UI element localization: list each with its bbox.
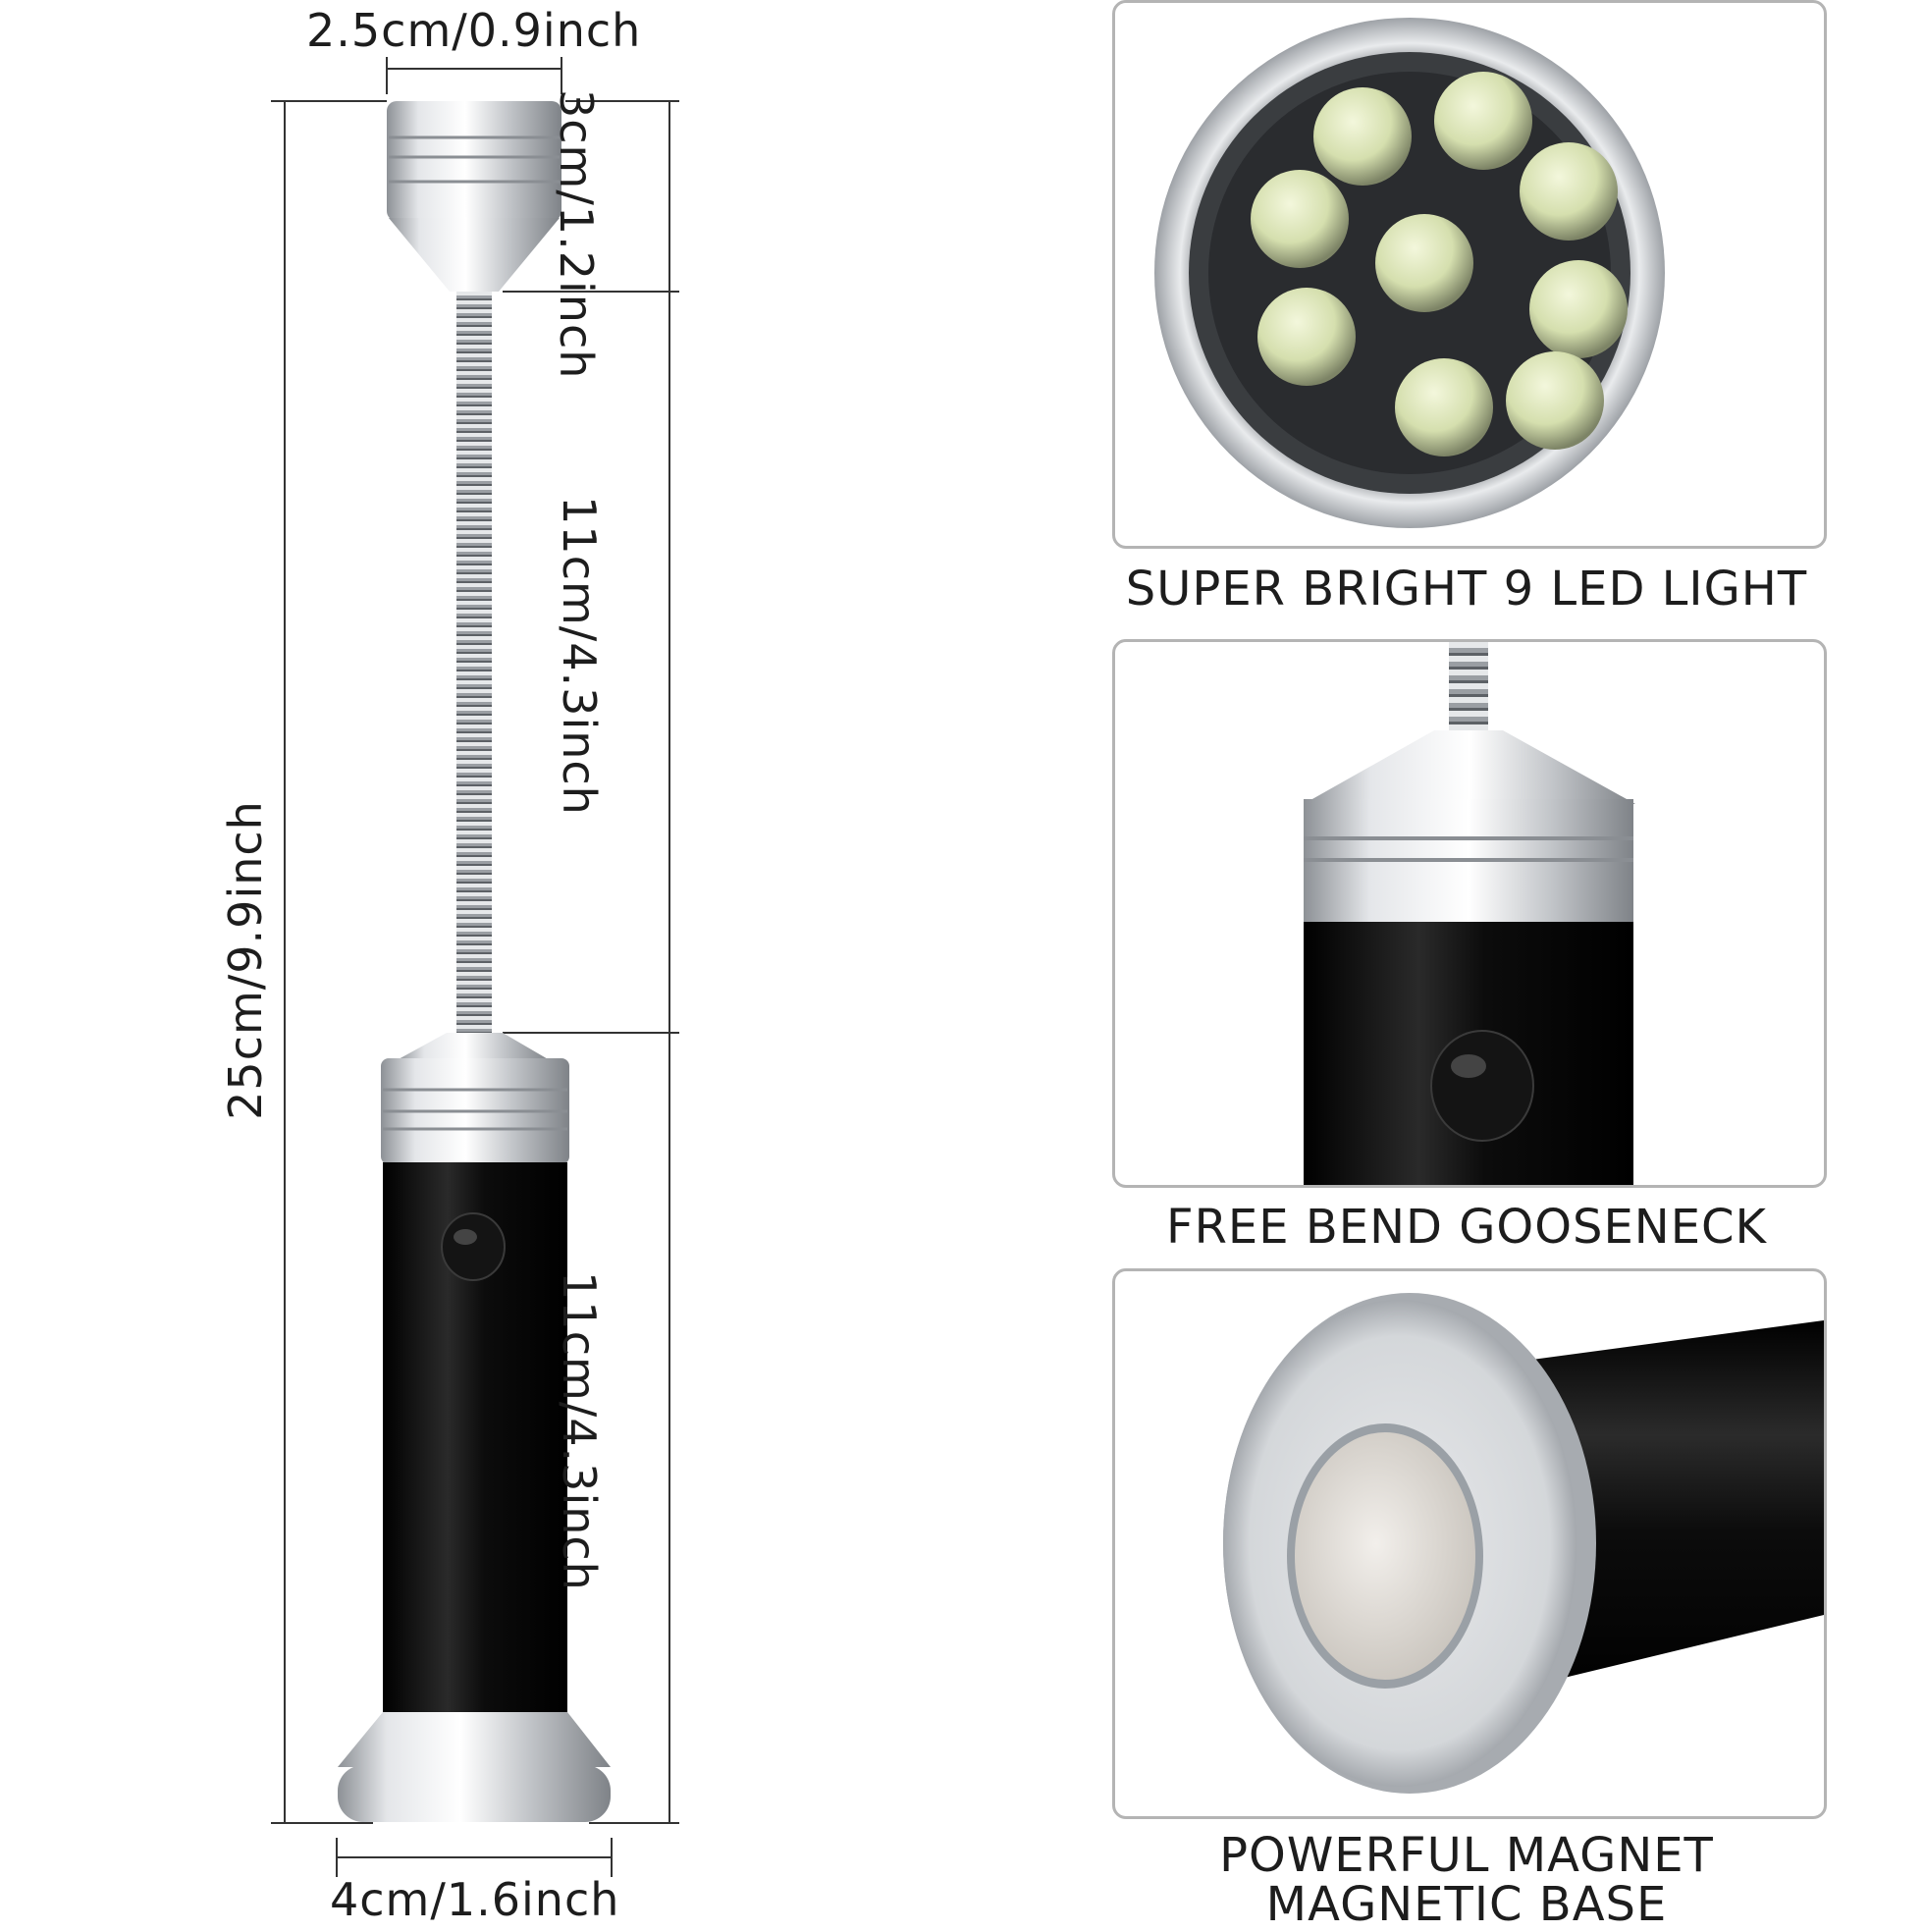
total-length-label: 25cm/9.9inch [219, 800, 272, 1120]
head-height-label: 3cm/1.2inch [550, 89, 603, 380]
product-dimension-diagram: 2.5cm/0.9inch 3cm/1.2inch 11cm/4.3inch 2… [0, 0, 785, 1926]
magnetic-base [338, 1712, 611, 1822]
flashlight-illustration [271, 57, 679, 1877]
head-width-label: 2.5cm/0.9inch [306, 4, 642, 57]
gooseneck-detail-icon [1304, 642, 1635, 1185]
magnet-base-icon [1223, 1293, 1824, 1794]
gooseneck [456, 292, 492, 1038]
feature-caption-led: SUPER BRIGHT 9 LED LIGHT [1125, 562, 1808, 617]
feature-panel-led [1112, 0, 1827, 549]
feature-caption-gooseneck: FREE BEND GOOSENECK [1165, 1200, 1768, 1255]
dimension-lines [271, 57, 679, 1877]
power-button [441, 1212, 506, 1281]
feature-caption-magnet-line2: MAGNETIC BASE [1265, 1877, 1668, 1932]
feature-panel-gooseneck [1112, 639, 1827, 1188]
base-width-label: 4cm/1.6inch [330, 1873, 620, 1926]
feature-caption-magnet-line1: POWERFUL MAGNET [1219, 1828, 1714, 1883]
handle-length-label: 11cm/4.3inch [553, 1271, 606, 1591]
handle-collar [381, 1033, 569, 1164]
feature-panel-magnet [1112, 1268, 1827, 1819]
gooseneck-length-label: 11cm/4.3inch [553, 496, 606, 816]
flashlight-head [387, 101, 561, 292]
led-head-icon [1154, 18, 1665, 528]
